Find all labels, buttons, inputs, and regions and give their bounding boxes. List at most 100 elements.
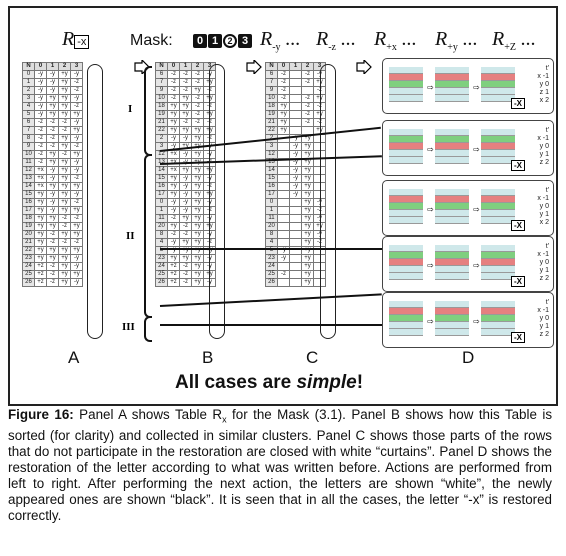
table-header-cell: 2 bbox=[191, 62, 204, 71]
grid-row bbox=[435, 266, 469, 273]
table-cell: -z bbox=[46, 126, 59, 135]
table-cell bbox=[289, 278, 302, 287]
table-cell: -z bbox=[46, 238, 59, 247]
table-cell: +y bbox=[58, 206, 71, 215]
table-cell: -z bbox=[167, 230, 180, 239]
table-cell: +y bbox=[46, 254, 59, 263]
table-cell: 12 bbox=[22, 166, 35, 175]
table-row: 23+y+y+y-y bbox=[22, 254, 83, 263]
table-cell: +z bbox=[167, 278, 180, 287]
table-cell: +y bbox=[301, 214, 314, 223]
arrow-right-icon: ⇨ bbox=[427, 145, 434, 154]
table-cell: 15 bbox=[155, 174, 168, 183]
table-row: 9-z-z+y-z bbox=[22, 142, 83, 151]
grid-row bbox=[389, 189, 423, 196]
table-cell: -z bbox=[179, 262, 192, 271]
table-cell: -z bbox=[46, 262, 59, 271]
restoration-grid bbox=[481, 189, 515, 225]
table-cell: -y bbox=[46, 198, 59, 207]
table-cell: -z bbox=[179, 78, 192, 87]
grid-row bbox=[481, 308, 515, 315]
arrow-right-icon: ⇨ bbox=[473, 145, 480, 154]
table-row: 25-z+y bbox=[265, 270, 326, 279]
table-cell: 15 bbox=[265, 174, 278, 183]
table-cell: +y bbox=[301, 198, 314, 207]
table-cell: 17 bbox=[22, 206, 35, 215]
table-cell: +y bbox=[191, 182, 204, 191]
restored-letter-badge: -X bbox=[511, 160, 525, 171]
table-cell: 7 bbox=[155, 78, 168, 87]
table-cell: -z bbox=[58, 222, 71, 231]
table-row: 2-y-y+y-z bbox=[22, 86, 83, 95]
table-row: 18+y+y-z-z bbox=[155, 102, 216, 111]
table-cell: -y bbox=[70, 118, 83, 127]
table-cell: -z bbox=[34, 126, 47, 135]
table-cell: +y bbox=[191, 198, 204, 207]
table-cell: +y bbox=[179, 102, 192, 111]
table-cell: -y bbox=[46, 86, 59, 95]
table-cell: +y bbox=[34, 198, 47, 207]
table-cell: +y bbox=[301, 182, 314, 191]
grid-row bbox=[481, 301, 515, 308]
table-cell: -z bbox=[301, 118, 314, 127]
table-cell: -z bbox=[46, 270, 59, 279]
table-cell: 4 bbox=[265, 238, 278, 247]
table-cell bbox=[277, 222, 290, 231]
table-cell: -z bbox=[70, 142, 83, 151]
grid-row bbox=[389, 157, 423, 164]
table-cell: -y bbox=[34, 86, 47, 95]
table-cell: +y bbox=[191, 174, 204, 183]
table-cell: +y bbox=[58, 182, 71, 191]
table-cell bbox=[289, 110, 302, 119]
table-cell: +y bbox=[46, 222, 59, 231]
table-cell bbox=[277, 230, 290, 239]
table-cell: +y bbox=[191, 206, 204, 215]
table-row: 2-y-y+y-z bbox=[155, 134, 216, 143]
table-cell: +y bbox=[46, 94, 59, 103]
table-cell: -y bbox=[46, 70, 59, 79]
table-cell: -z bbox=[34, 142, 47, 151]
table-cell: +y bbox=[58, 246, 71, 255]
table-cell: +y bbox=[179, 126, 192, 135]
table-cell: +y bbox=[70, 270, 83, 279]
table-cell: 22 bbox=[155, 126, 168, 135]
table-cell: 2 bbox=[155, 134, 168, 143]
table-cell bbox=[277, 142, 290, 151]
table-cell: -y bbox=[34, 94, 47, 103]
table-cell: -z bbox=[167, 94, 180, 103]
figure-caption: Figure 16: Panel A shows Table Rx for th… bbox=[8, 407, 553, 523]
table-row: 22+y+y+y+y bbox=[22, 246, 83, 255]
table-row: 18+y-z-z bbox=[265, 102, 326, 111]
table-header-cell: 1 bbox=[46, 62, 59, 71]
restoration-grid bbox=[481, 129, 515, 165]
connector-line bbox=[160, 248, 382, 250]
table-cell: +x bbox=[34, 166, 47, 175]
grid-row bbox=[389, 329, 423, 336]
grid-row bbox=[435, 217, 469, 224]
axis-side-label: x 2 bbox=[539, 97, 549, 104]
table-row: 24+z-z+y-y bbox=[155, 262, 216, 271]
table-cell: -y bbox=[179, 182, 192, 191]
grid-row bbox=[481, 329, 515, 336]
roman-iii: III bbox=[122, 321, 135, 333]
table-cell: -z bbox=[179, 230, 192, 239]
table-cell: -z bbox=[46, 230, 59, 239]
restoration-grid bbox=[389, 301, 423, 337]
table-cell bbox=[277, 150, 290, 159]
table-cell bbox=[289, 222, 302, 231]
table-cell: 25 bbox=[22, 270, 35, 279]
table-cell: -z bbox=[179, 270, 192, 279]
axis-side-label: y 0 bbox=[539, 315, 549, 322]
table-row: 16+y-y+y-z bbox=[22, 198, 83, 207]
table-row: 17-y+y bbox=[265, 190, 326, 199]
table-cell: 4 bbox=[155, 238, 168, 247]
table-cell: -z bbox=[179, 70, 192, 79]
table-cell: 11 bbox=[22, 158, 35, 167]
table-cell: -y bbox=[46, 78, 59, 87]
table-cell: +y bbox=[179, 110, 192, 119]
panel-label-c: C bbox=[306, 348, 319, 367]
